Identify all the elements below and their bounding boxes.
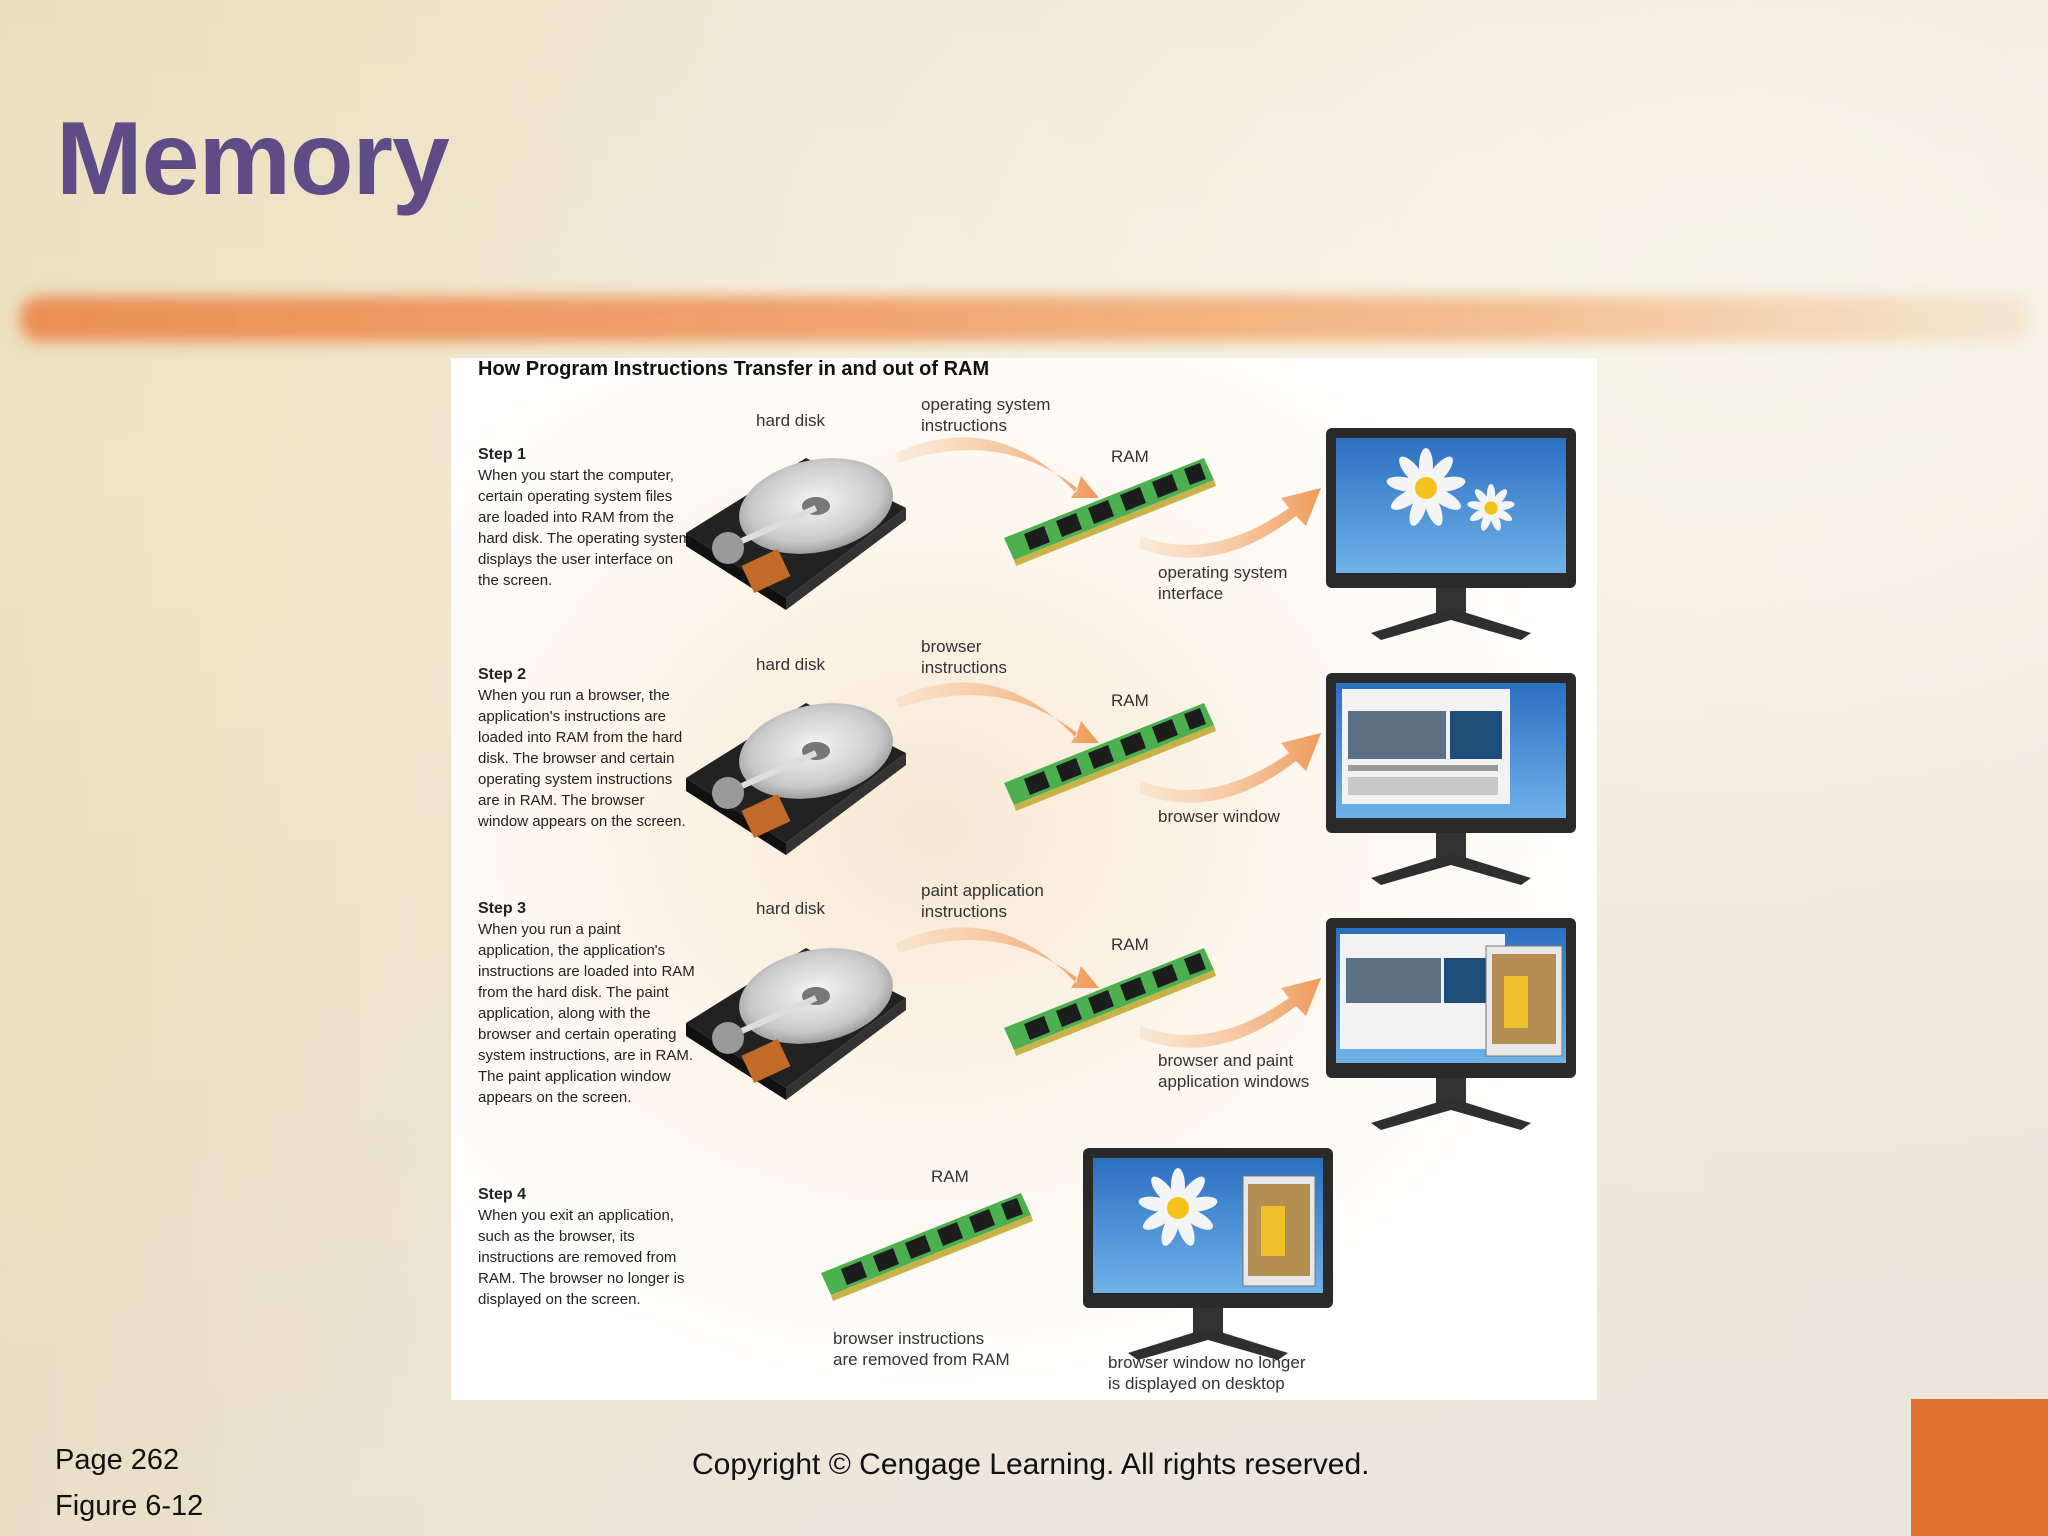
decorative-stripe [20, 296, 2030, 342]
arrow-ram-to-screen-1-icon [1139, 488, 1321, 558]
step-2-description: When you run a browser, the application'… [478, 687, 686, 830]
hard-disk-2-label: hard disk [756, 655, 825, 674]
screen-3-label: browser and paint application windows [1158, 1051, 1310, 1091]
ram-4-caption: browser instructions are removed from RA… [833, 1329, 1010, 1369]
step-4-description: When you exit an application, such as th… [478, 1207, 685, 1308]
step-4-text: Step 4 When you exit an application, suc… [478, 1184, 698, 1310]
arrow-disk-to-ram-3-icon [896, 927, 1099, 988]
slide-title: Memory [56, 101, 450, 217]
hard-disk-3-icon [686, 935, 906, 1100]
hard-disk-3-label: hard disk [756, 899, 825, 918]
arrow-disk-to-ram-2-icon [896, 682, 1099, 743]
step-2-heading: Step 2 [478, 666, 527, 683]
ram-2-label: RAM [1111, 691, 1149, 710]
screen-2-label: browser window [1158, 807, 1280, 826]
transfer-3-label: paint application instructions [921, 881, 1044, 921]
step-3-text: Step 3 When you run a paint application,… [478, 898, 698, 1108]
screen-4-label: browser window no longer is displayed on… [1108, 1353, 1306, 1393]
figure-artwork [451, 428, 1576, 1360]
step-2-text: Step 2 When you run a browser, the appli… [478, 664, 698, 832]
step-1-description: When you start the computer, certain ope… [478, 467, 692, 589]
step-3-description: When you run a paint application, the ap… [478, 921, 695, 1106]
hard-disk-1-label: hard disk [756, 411, 825, 430]
step-4-heading: Step 4 [478, 1186, 527, 1203]
monitor-4-icon [1083, 1148, 1333, 1360]
copyright-notice: Copyright © Cengage Learning. All rights… [692, 1448, 1370, 1481]
monitor-1-icon [1326, 428, 1576, 640]
arrow-ram-to-screen-2-icon [1139, 733, 1321, 803]
hard-disk-1-icon [686, 445, 906, 610]
monitor-2-icon [1326, 673, 1576, 885]
transfer-2-label: browser instructions [921, 637, 1007, 677]
hard-disk-2-icon [686, 690, 906, 855]
page-number: Page 262 [55, 1444, 180, 1476]
step-1-text: Step 1 When you start the computer, cert… [478, 444, 698, 591]
monitor-3-icon [1326, 918, 1576, 1130]
screen-1-label: operating system interface [1158, 563, 1288, 603]
figure-number: Figure 6-12 [55, 1490, 204, 1522]
transfer-1-label: operating system instructions [921, 395, 1051, 435]
ram-transfer-figure: How Program Instructions Transfer in and… [451, 358, 1597, 1400]
arrow-disk-to-ram-1-icon [896, 437, 1099, 498]
step-3-heading: Step 3 [478, 900, 527, 917]
corner-accent [1911, 1399, 2048, 1536]
step-1-heading: Step 1 [478, 446, 527, 463]
ram-1-label: RAM [1111, 447, 1149, 466]
arrow-ram-to-screen-3-icon [1139, 978, 1321, 1048]
ram-3-label: RAM [1111, 935, 1149, 954]
ram-4-label: RAM [931, 1167, 969, 1186]
figure-title: How Program Instructions Transfer in and… [478, 358, 990, 380]
ram-4-icon [821, 1193, 1033, 1301]
